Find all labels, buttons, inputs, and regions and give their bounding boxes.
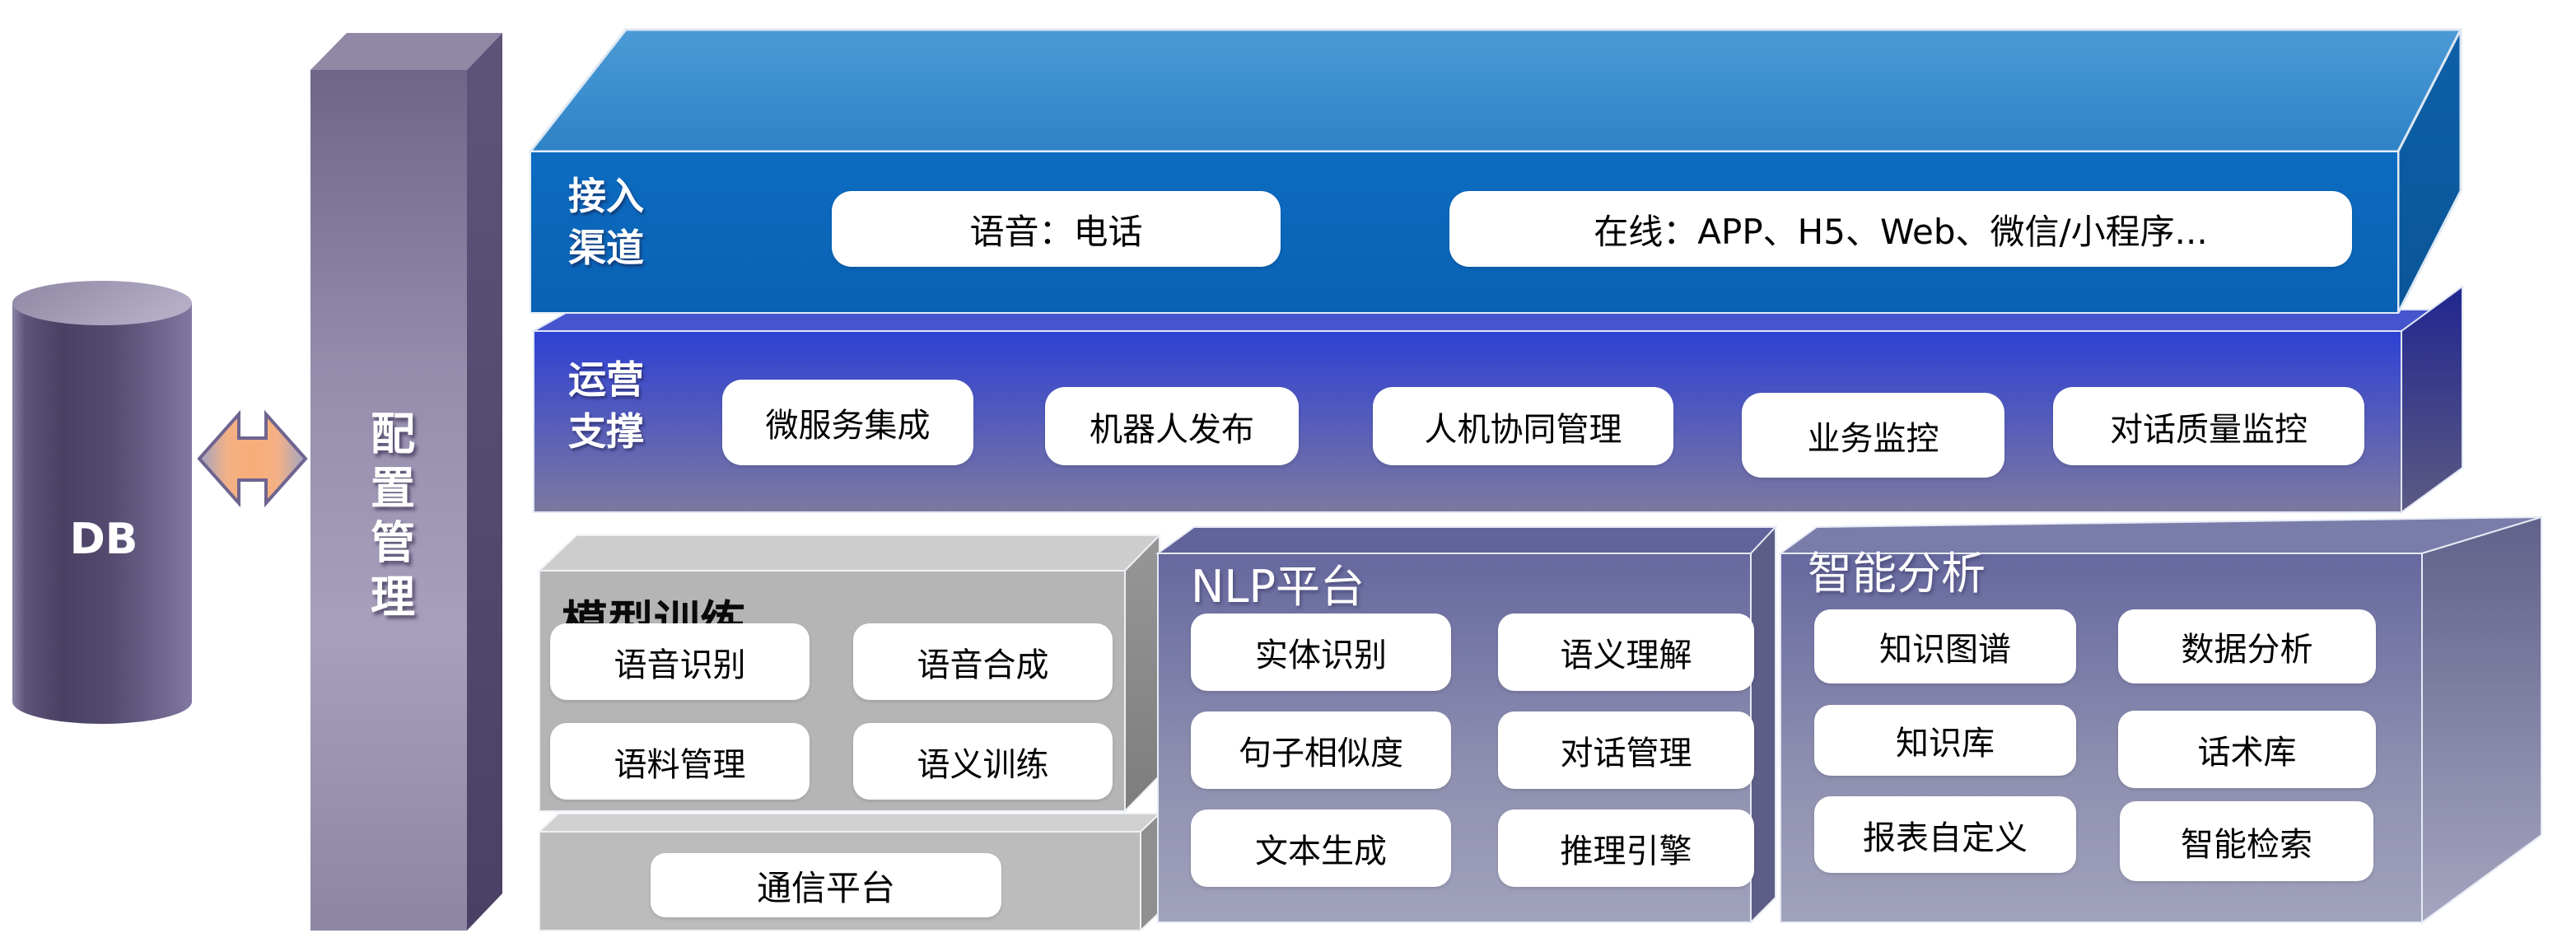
pill-online-channels: 在线：APP、H5、Web、微信/小程序... xyxy=(1449,191,2352,267)
operation-layer-label: 运营 支撑 xyxy=(568,354,644,459)
pill-corpus-management: 语料管理 xyxy=(550,723,810,800)
comm-platform-top-face xyxy=(537,813,1162,833)
config-bar-label: 配置管理 xyxy=(362,410,415,627)
config-bar-right-face xyxy=(467,33,502,931)
pill-data-analysis: 数据分析 xyxy=(2118,609,2376,683)
operation-layer-label-line1: 运营 xyxy=(568,357,644,402)
config-bar-front-face xyxy=(310,70,467,931)
access-layer-label: 接入 渠道 xyxy=(568,170,644,275)
pill-custom-reports: 报表自定义 xyxy=(1814,796,2076,873)
pill-semantic-training: 语义训练 xyxy=(853,723,1113,800)
double-arrow-icon xyxy=(197,409,308,508)
pill-human-machine-management: 人机协同管理 xyxy=(1373,387,1673,465)
pill-text-generation: 文本生成 xyxy=(1191,809,1451,887)
nlp-platform-title: NLP平台 xyxy=(1191,561,1365,613)
pill-entity-recognition: 实体识别 xyxy=(1191,613,1451,691)
pill-inference-engine: 推理引擎 xyxy=(1498,809,1754,887)
nlp-platform-right-face xyxy=(1750,525,1776,925)
db-cylinder-top xyxy=(12,281,192,325)
pill-speech-synthesis: 语音合成 xyxy=(853,623,1113,700)
db-cylinder-body xyxy=(12,303,192,724)
pill-robot-release: 机器人发布 xyxy=(1045,387,1299,465)
model-training-top-face xyxy=(537,534,1162,571)
access-layer-top-face xyxy=(527,28,2463,153)
config-bar-top-face xyxy=(310,33,502,70)
model-training-right-face xyxy=(1124,533,1160,814)
pill-dialog-quality-monitoring: 对话质量监控 xyxy=(2053,387,2364,465)
operation-layer-label-line2: 支撑 xyxy=(568,409,644,455)
comm-platform-right-face xyxy=(1140,811,1160,933)
pill-semantic-understanding: 语义理解 xyxy=(1498,613,1754,691)
pill-knowledge-graph: 知识图谱 xyxy=(1814,609,2076,683)
pill-microservice-integration: 微服务集成 xyxy=(722,380,973,465)
pill-dialog-management: 对话管理 xyxy=(1498,711,1754,789)
db-label: DB xyxy=(69,515,138,564)
pill-knowledge-base: 知识库 xyxy=(1814,705,2076,776)
access-layer-label-line2: 渠道 xyxy=(568,226,644,271)
pill-communication-platform: 通信平台 xyxy=(651,853,1001,917)
pill-voice-phone: 语音：电话 xyxy=(832,191,1281,267)
pill-sentence-similarity: 句子相似度 xyxy=(1191,711,1451,789)
intelligent-analysis-title: 智能分析 xyxy=(1808,548,1986,599)
pill-business-monitoring: 业务监控 xyxy=(1742,393,2004,478)
pill-script-library: 话术库 xyxy=(2118,711,2376,788)
intelligent-analysis-right-face xyxy=(2421,515,2542,924)
access-layer-label-line1: 接入 xyxy=(568,174,644,218)
pill-intelligent-retrieval: 智能检索 xyxy=(2120,801,2373,881)
pill-speech-recognition: 语音识别 xyxy=(550,623,810,700)
